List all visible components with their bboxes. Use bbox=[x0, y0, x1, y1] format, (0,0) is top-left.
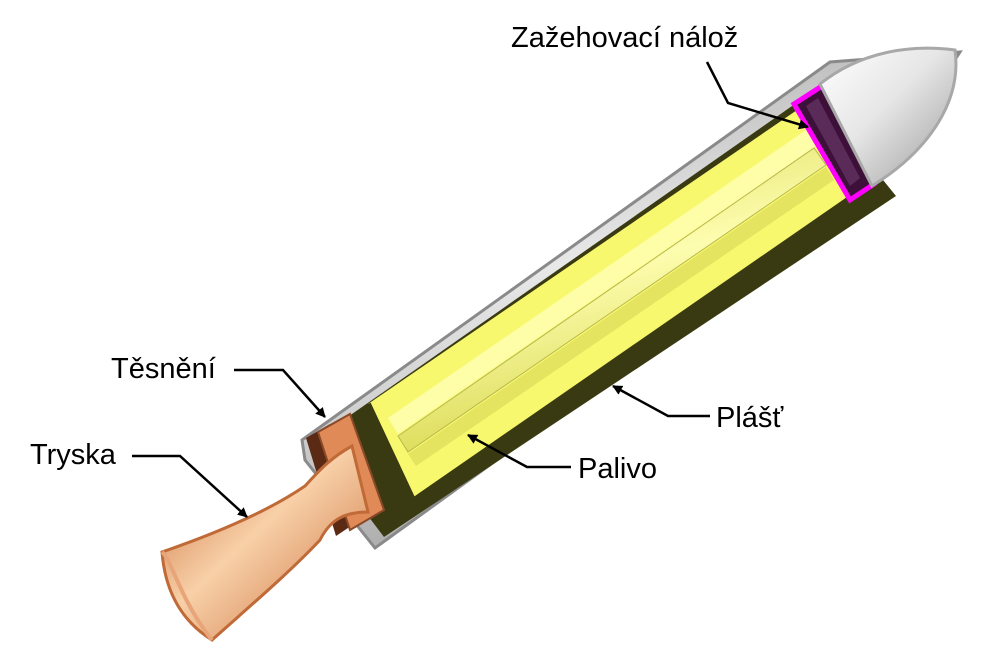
leader-casing bbox=[612, 384, 710, 418]
propellant-grain bbox=[365, 108, 850, 500]
leader-igniter bbox=[705, 61, 809, 130]
leader-propellant bbox=[467, 433, 571, 469]
label-casing: Plášť bbox=[716, 402, 784, 434]
nozzle bbox=[160, 443, 370, 642]
label-igniter: Zažehovací nálož bbox=[511, 22, 738, 54]
nose-cone bbox=[818, 46, 958, 189]
label-nozzle: Tryska bbox=[30, 439, 117, 471]
leader-lines bbox=[132, 61, 809, 518]
leader-seal bbox=[234, 368, 326, 418]
leader-nozzle bbox=[132, 454, 248, 518]
label-propellant: Palivo bbox=[578, 453, 657, 485]
label-seal: Těsnění bbox=[111, 353, 216, 385]
